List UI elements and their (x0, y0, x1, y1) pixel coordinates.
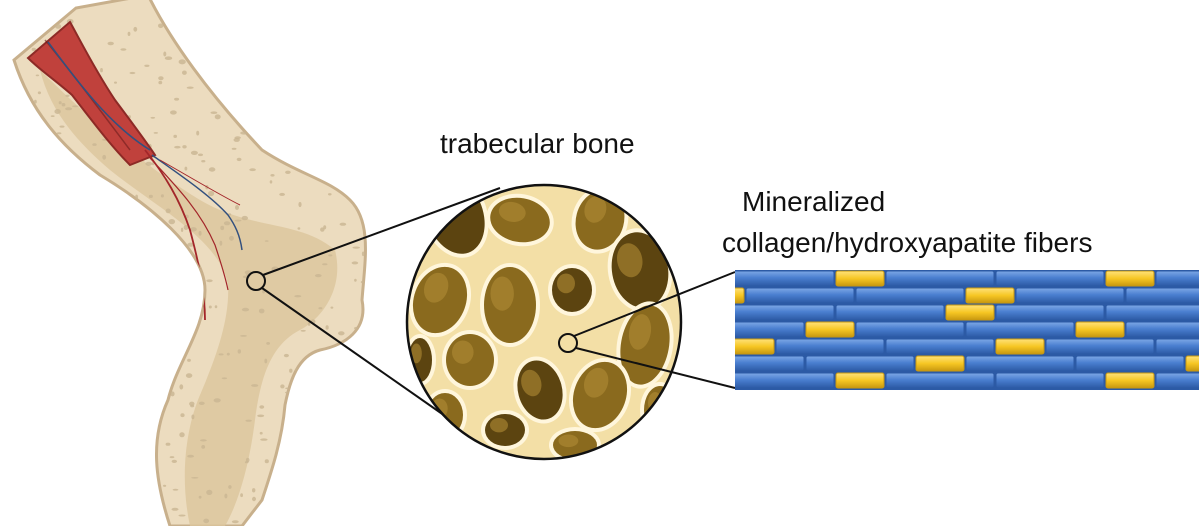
hydroxyapatite-crystal (966, 288, 1014, 303)
hydroxyapatite-crystal (726, 339, 774, 354)
collagen-fiber (746, 288, 854, 303)
hydroxyapatite-crystal (806, 322, 854, 337)
hydroxyapatite-crystal (946, 305, 994, 320)
fiber-array (696, 270, 1199, 390)
hydroxyapatite-crystal (836, 373, 884, 388)
hydroxyapatite-crystal (1186, 356, 1199, 371)
collagen-fiber (1156, 373, 1199, 388)
collagen-fiber (726, 271, 834, 286)
collagen-fiber (806, 356, 914, 371)
collagen-fiber (856, 322, 964, 337)
collagen-fiber (726, 373, 834, 388)
collagen-fiber (886, 271, 994, 286)
fibers-label: collagen/hydroxyapatite fibers (722, 227, 1092, 259)
hydroxyapatite-crystal (996, 339, 1044, 354)
collagen-fiber (776, 339, 884, 354)
hydroxyapatite-crystal (1106, 373, 1154, 388)
collagen-fiber (1126, 322, 1199, 337)
hydroxyapatite-crystal (916, 356, 964, 371)
collagen-fiber (836, 305, 944, 320)
collagen-fiber (696, 322, 804, 337)
collagen-fiber (1156, 271, 1199, 286)
collagen-fiber (1126, 288, 1199, 303)
hydroxyapatite-crystal (836, 271, 884, 286)
collagen-fiber (966, 356, 1074, 371)
trabecular-bone-label: trabecular bone (440, 128, 635, 160)
collagen-fiber (726, 305, 834, 320)
hydroxyapatite-crystal (696, 288, 744, 303)
collagen-fiber (966, 322, 1074, 337)
collagen-fiber (996, 271, 1104, 286)
femur-illustration (7, 0, 372, 526)
collagen-fiber (1076, 356, 1184, 371)
collagen-fiber (886, 339, 994, 354)
collagen-fiber (996, 373, 1104, 388)
collagen-fiber (856, 288, 964, 303)
collagen-fiber (696, 356, 804, 371)
collagen-fiber (1046, 339, 1154, 354)
mineralized-label: Mineralized (742, 186, 885, 218)
trabecular-zoom-circle (399, 163, 681, 463)
collagen-fiber (1106, 305, 1199, 320)
collagen-fiber (1016, 288, 1124, 303)
hydroxyapatite-crystal (1076, 322, 1124, 337)
collagen-fiber (1156, 339, 1199, 354)
collagen-fiber (996, 305, 1104, 320)
hydroxyapatite-crystal (1106, 271, 1154, 286)
collagen-fiber (886, 373, 994, 388)
